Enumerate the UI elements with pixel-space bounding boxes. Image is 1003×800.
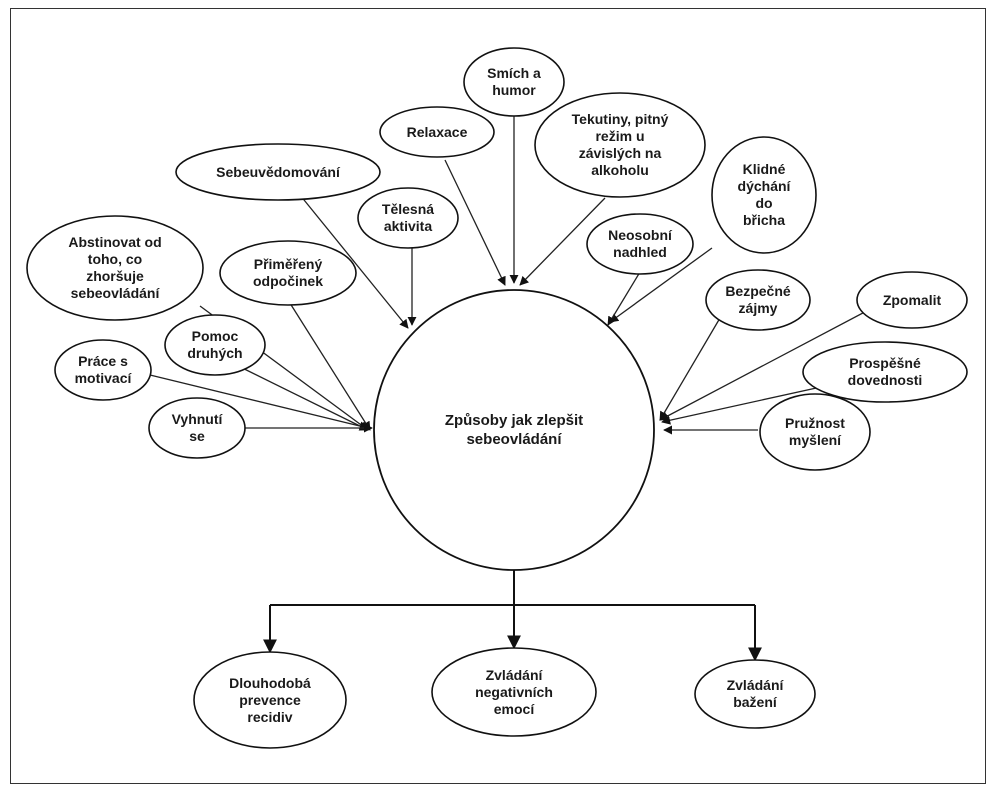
- edge-pomoc: [221, 357, 369, 431]
- node-dlouhodoba: [193, 651, 347, 749]
- node-abstinovat: [26, 215, 204, 321]
- edge-prospesne: [661, 384, 831, 425]
- node-zpomalit: [856, 271, 968, 329]
- edge-bezpecne: [659, 317, 721, 421]
- center-node: [373, 289, 655, 571]
- node-klidne: [711, 136, 817, 254]
- node-tekutiny: [534, 92, 706, 198]
- node-pomoc: [164, 314, 266, 376]
- node-smich: [463, 47, 565, 117]
- node-relaxace: [379, 106, 495, 158]
- node-prospesne: [802, 341, 968, 403]
- node-zvladani-emoci: [431, 647, 597, 737]
- outcome-edges: [263, 568, 762, 662]
- node-telesna: [357, 187, 459, 249]
- edge-neosobni: [607, 271, 641, 326]
- node-neosobni: [586, 213, 694, 275]
- edge-klidne: [609, 247, 713, 323]
- edge-sebeuvedomovani: [299, 194, 409, 329]
- edge-tekutiny: [519, 197, 606, 286]
- edge-primereny: [287, 299, 371, 431]
- outcome-nodes: [193, 647, 816, 749]
- input-nodes: [26, 47, 968, 471]
- node-prace: [54, 339, 152, 401]
- node-vyhnuti: [148, 397, 246, 459]
- edge-zpomalit: [659, 304, 879, 421]
- input-edges: [149, 105, 879, 435]
- edge-relaxace: [444, 159, 506, 286]
- node-pruznost: [759, 393, 871, 471]
- node-zvladani-bazeni: [694, 659, 816, 729]
- node-primereny: [219, 240, 357, 306]
- edge-prace: [149, 374, 369, 431]
- node-sebeuvedomovani: [175, 143, 381, 201]
- node-bezpecne: [705, 269, 811, 331]
